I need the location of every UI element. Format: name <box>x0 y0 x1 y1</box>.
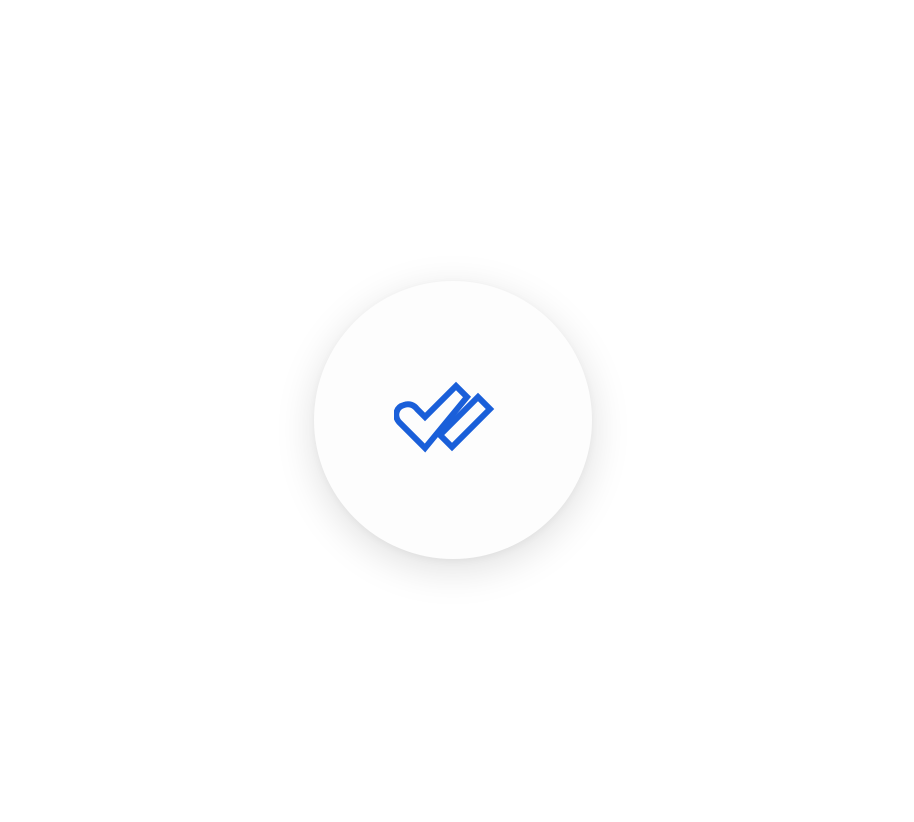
double-check-icon <box>394 377 514 457</box>
app-logo-badge <box>314 281 592 559</box>
